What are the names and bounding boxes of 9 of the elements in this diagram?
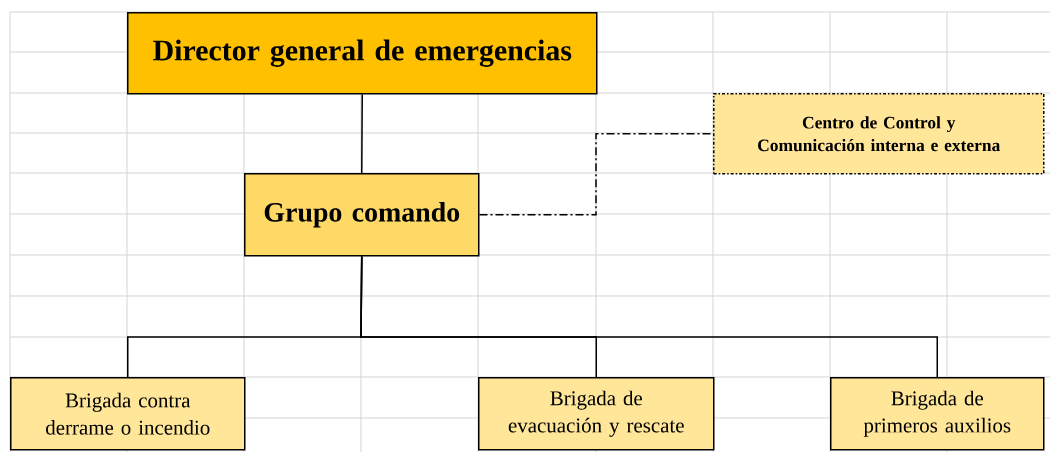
process-box: Brigada contra derrame o incendio: [10, 377, 246, 451]
heading-box: Director general de emergencias: [127, 12, 598, 95]
process-box: Centro de Control y Comunicación interna e externa: [713, 93, 1045, 175]
connector-line: [361, 93, 363, 174]
process-box: Brigada de primeros auxilios: [830, 377, 1045, 451]
connector-line: [360, 255, 938, 378]
process-box: Grupo comando: [244, 173, 480, 257]
connector-line: [478, 133, 714, 216]
process-box: Brigada de evacuación y rescate: [478, 377, 715, 451]
